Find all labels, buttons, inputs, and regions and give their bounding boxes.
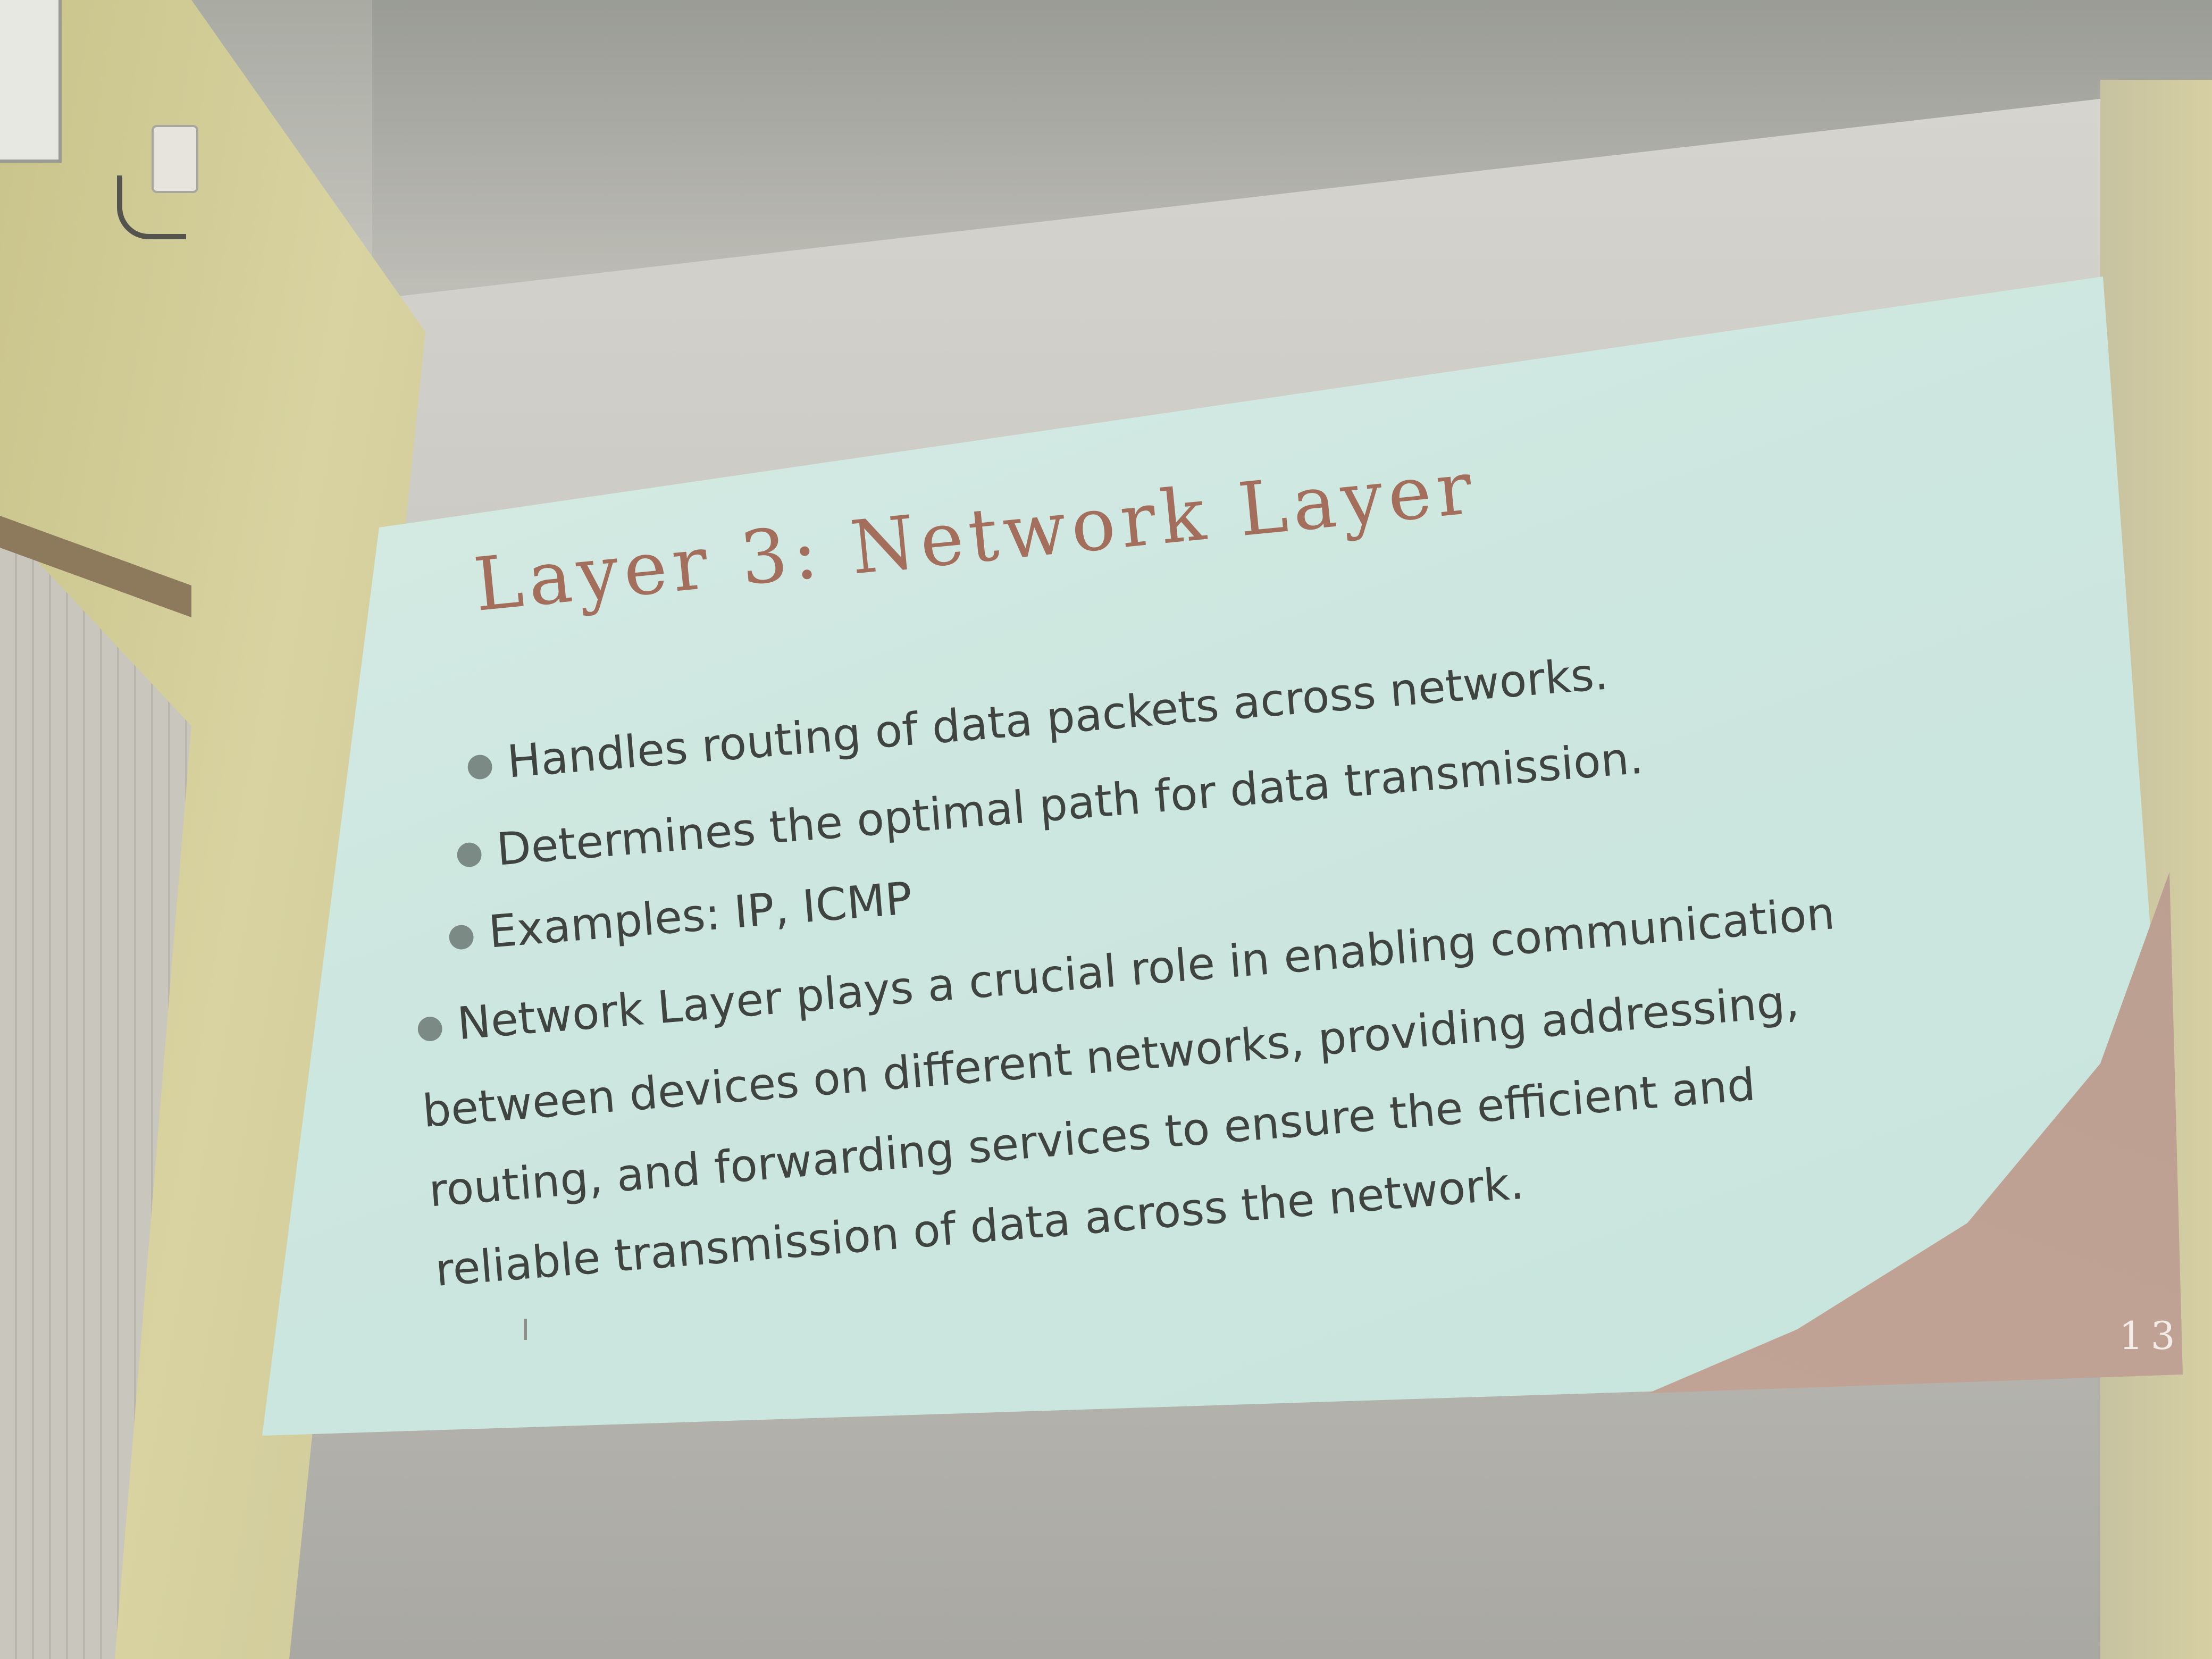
air-conditioner bbox=[0, 0, 62, 163]
bullet-dot-icon: ● bbox=[464, 745, 496, 785]
bullet-dot-icon: ● bbox=[414, 1007, 446, 1046]
wall-cable bbox=[117, 175, 186, 239]
cursor-mark bbox=[524, 1319, 527, 1340]
bullet-dot-icon: ● bbox=[446, 915, 477, 955]
slide-page-number: 13 bbox=[2119, 1313, 2183, 1358]
bullet-dot-icon: ● bbox=[454, 833, 485, 873]
